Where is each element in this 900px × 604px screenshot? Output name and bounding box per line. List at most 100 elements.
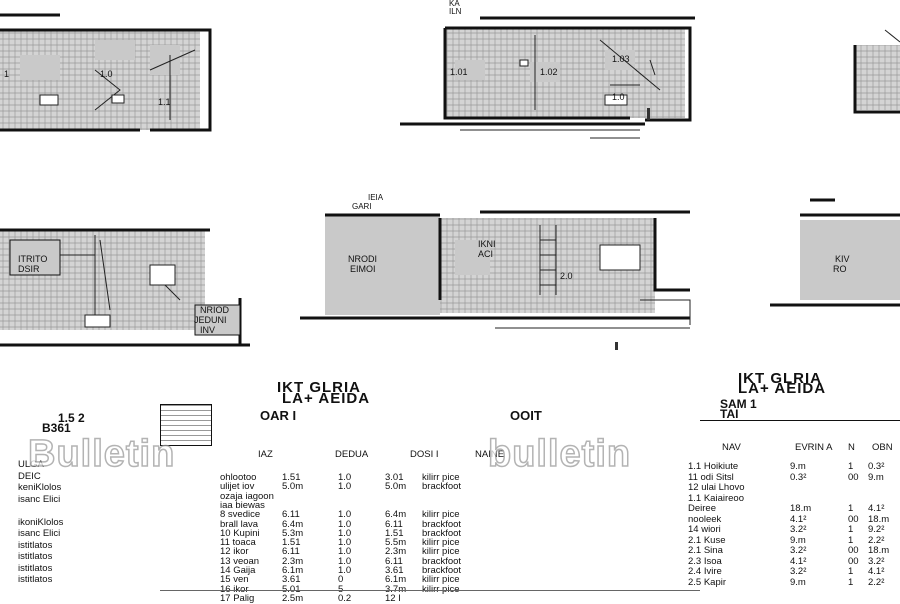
table-cell: 0 <box>338 574 344 586</box>
table-cell: 15 ven <box>220 574 249 586</box>
table-cell: ozaja iagoon <box>220 490 274 502</box>
table-cell: 2.2² <box>868 534 885 546</box>
table-cell: 4.1² <box>868 503 885 514</box>
table-cell: 11 odi Sitsl <box>688 471 734 483</box>
table-cell: 1.0 <box>338 481 352 493</box>
center-table: IKT GLRIA LA+ AEIDA OAR I OOIT IAZ DEDUA… <box>160 378 700 603</box>
table-cell: brackfoot <box>422 555 462 567</box>
table-cell: kilirr pice <box>422 583 460 595</box>
plan-label: KIV <box>835 254 850 264</box>
table-cell: 1.0 <box>338 527 352 539</box>
table-cell: 2.1 Sina <box>688 545 723 556</box>
table-cell: 4.1² <box>790 513 807 525</box>
plan-top-center: KA ILN 1.01 1.02 1.03 1.0 <box>400 0 695 139</box>
table-cell: DEIC <box>18 470 41 482</box>
table-cell: 14 wiori <box>688 524 721 535</box>
table-cell: 10 Kupini <box>220 527 260 539</box>
table-cell: istitlatos <box>18 562 53 574</box>
table-cell: kilirr pice <box>422 537 460 549</box>
table-cell: brall lava <box>220 518 259 530</box>
floor-plans: 1 1.0 1.1 KA ILN 1.01 1.02 1.03 1.0 <box>0 0 900 350</box>
table-cell: 1.0 <box>338 546 352 558</box>
table-cell: 3.01 <box>385 472 404 483</box>
table-cell: 5.01 <box>282 583 301 595</box>
table-cell: 1.0 <box>338 509 352 521</box>
table-cell: 6.1m <box>385 574 407 586</box>
table-cell: 2.3m <box>385 546 407 558</box>
table-header: DEDUA <box>335 449 369 460</box>
plan-label: RO <box>833 264 847 274</box>
plan-header: GARI <box>352 202 372 211</box>
plan-top-right <box>853 29 900 114</box>
plan-mid-center: IEIA GARI NRODI EIMOI IKNI ACI 2.0 <box>300 193 691 350</box>
plan-label: 1 <box>4 69 9 79</box>
legend-swatch <box>160 404 212 446</box>
table-bottom-rule <box>160 590 700 591</box>
table-sub-left: OAR I <box>260 408 297 423</box>
table-header: IAZ <box>258 449 273 460</box>
plan-label: 1.0 <box>100 69 113 79</box>
plan-top-left: 1 1.0 1.1 <box>0 13 212 132</box>
table-cell: 3.2² <box>790 545 807 556</box>
table-cell: 5 <box>338 583 344 595</box>
table-cell: ULGA <box>18 459 44 470</box>
table-cell: 1.1 Hoikiute <box>688 461 739 472</box>
table-cell: 6.1m <box>282 565 304 576</box>
table-cell: 4.1² <box>868 566 885 577</box>
table-cell: brackfoot <box>422 565 462 576</box>
plan-label: 1.0 <box>612 92 625 102</box>
plan-label: JEDUNI <box>194 315 227 325</box>
table-cell: 1.0 <box>338 472 352 483</box>
plan-label: 1.02 <box>540 67 558 77</box>
table-cell: 5.0m <box>385 481 407 493</box>
table-cell: kilirr pice <box>422 509 460 521</box>
table-cell: 2.3 Isoa <box>688 555 722 567</box>
right-table: IKT GLRIA LA+ AEIDA SAM 1 TAI NAV EVRIN … <box>688 370 900 600</box>
table-header: OBN <box>872 442 893 453</box>
table-cell: 1.51 <box>385 527 404 539</box>
table-cell: 2.2² <box>868 576 885 588</box>
plan-label: ITRITO <box>18 254 47 264</box>
plan-label: 2.0 <box>560 271 573 281</box>
table-cell: 9.m <box>790 534 806 546</box>
table-rule <box>700 420 900 421</box>
table-cell: 17 Palig <box>220 592 255 604</box>
table-cell: 2.3m <box>282 555 304 567</box>
table-cell: 18.m <box>868 545 890 556</box>
table-cell: 14 Gaija <box>220 565 256 576</box>
table-cell: iaa biewas <box>220 499 265 511</box>
table-cell: isanc Elici <box>18 493 61 505</box>
table-cell: 16 ikor <box>220 583 249 595</box>
plan-header: ILN <box>449 7 462 16</box>
table-cell: 1.51 <box>282 472 301 483</box>
plan-label: NRIOD <box>200 305 230 315</box>
table-cell: 0.2 <box>338 592 352 604</box>
plan-label: EIMOI <box>350 264 376 274</box>
table-cell: 2.4 Ivire <box>688 566 722 577</box>
table-cell: 00 <box>848 555 859 567</box>
table-header: NAINE <box>475 449 505 460</box>
table-cell: Deiree <box>688 503 716 514</box>
plan-label: 1.03 <box>612 54 630 64</box>
table-cell: 12 ulai Lhovo <box>688 482 745 493</box>
table-cell: 1 <box>848 534 854 546</box>
plan-mid-left: ITRITO DSIR NRIOD JEDUNI INV <box>0 228 250 347</box>
table-cell: 5.5m <box>385 537 407 549</box>
table-cell: 6.11 <box>282 509 300 521</box>
table-cell: 6.4m <box>385 509 407 521</box>
table-cell: 5.0m <box>282 481 304 493</box>
table-cell: 5.3m <box>282 527 304 539</box>
table-cell: 1.1 Kaiaireoo <box>688 492 744 504</box>
table-cell: 6.11 <box>282 546 300 558</box>
table-cell: 1 <box>848 576 854 588</box>
plan-label: 1.01 <box>450 67 468 77</box>
table-cell: istitlatos <box>18 539 53 551</box>
table-cell: 3.2² <box>868 555 885 567</box>
plan-mid-right: KIV RO <box>770 198 900 307</box>
table-cell: 00 <box>848 545 859 556</box>
table-title: IKT GLRIA <box>277 379 361 396</box>
table-cell: brackfoot <box>422 518 462 530</box>
table-cell: 4.1² <box>790 555 807 567</box>
table-cell: 1 <box>848 503 854 514</box>
